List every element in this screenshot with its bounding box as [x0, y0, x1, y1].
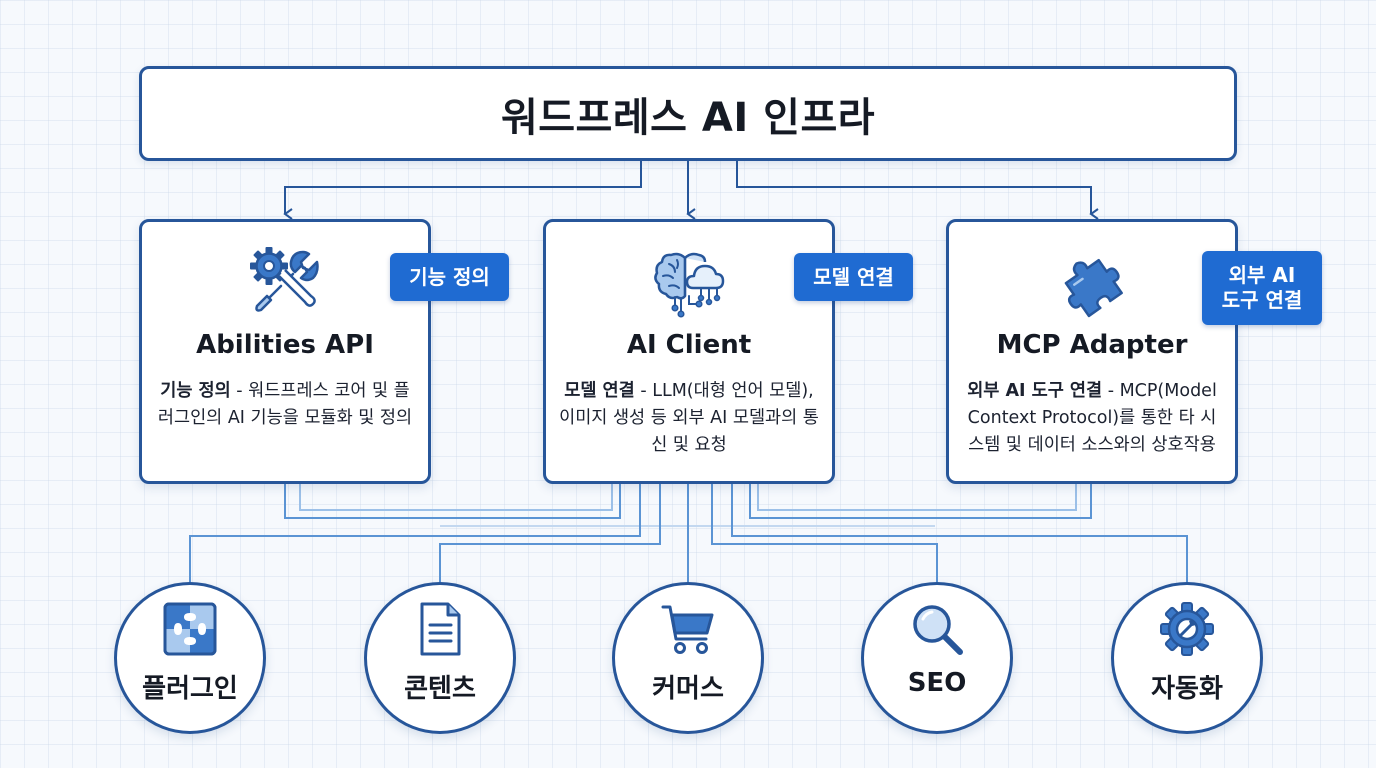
bundle-mcp: [749, 484, 1092, 519]
badge-mcp-adapter: 외부 AI 도구 연결: [1202, 251, 1322, 325]
target-label: 플러그인: [142, 674, 238, 704]
bundle-abilities-inner: [299, 484, 613, 511]
arrow-root-to-mcp: [736, 161, 1099, 220]
target-label: SEO: [907, 668, 967, 698]
target-seo: SEO: [861, 582, 1013, 734]
module-description-lead: 기능 정의: [160, 381, 231, 401]
module-ai-client: AI Client 모델 연결 - LLM(대형 언어 모델), 이미지 생성 …: [543, 219, 835, 484]
puzzle-grid-icon: [162, 601, 218, 657]
module-description: 기능 정의 - 워드프레스 코어 및 플러그인의 AI 기능을 모듈화 및 정의: [154, 378, 416, 432]
badge-ai-client: 모델 연결: [794, 253, 913, 301]
shopping-cart-icon: [660, 601, 716, 657]
line-to-plugin: [189, 484, 641, 582]
puzzle-piece-icon: [1052, 242, 1132, 322]
arrow-root-to-abilities: [283, 161, 642, 220]
line-to-automation: [731, 484, 1188, 582]
root-box: 워드프레스 AI 인프라: [139, 66, 1237, 161]
module-title: Abilities API: [196, 330, 374, 360]
target-commerce: 커머스: [612, 582, 764, 734]
root-title: 워드프레스 AI 인프라: [500, 94, 876, 141]
module-description: 외부 AI 도구 연결 - MCP(Model Context Protocol…: [961, 378, 1223, 459]
badge-label: 기능 정의: [409, 264, 490, 289]
module-description-text: - LLM(대형 언어 모델), 이미지 생성 등 외부 AI 모델과의 통신 …: [559, 381, 819, 455]
module-description-text: - 워드프레스 코어 및 플러그인의 AI 기능을 모듈화 및 정의: [157, 381, 413, 428]
brain-cloud-icon: [649, 242, 729, 322]
module-description-lead: 외부 AI 도구 연결: [967, 381, 1103, 401]
line-to-seo: [711, 484, 938, 582]
target-plugin: 플러그인: [114, 582, 266, 734]
target-label: 자동화: [1151, 674, 1223, 704]
gear-automation-icon: [1159, 601, 1215, 657]
badge-label-line-1: 외부 AI: [1228, 263, 1296, 287]
bundle-abilities: [284, 484, 621, 519]
module-description-lead: 모델 연결: [564, 381, 635, 401]
gear-wrench-icon: [245, 242, 325, 322]
module-description: 모델 연결 - LLM(대형 언어 모델), 이미지 생성 등 외부 AI 모델…: [558, 378, 820, 459]
module-mcp-adapter: MCP Adapter 외부 AI 도구 연결 - MCP(Model Cont…: [946, 219, 1238, 484]
badge-label: 모델 연결: [813, 264, 894, 289]
badge-abilities: 기능 정의: [390, 253, 509, 301]
badge-label-line-2: 도구 연결: [1221, 288, 1303, 312]
module-abilities-api: Abilities API 기능 정의 - 워드프레스 코어 및 플러그인의 A…: [139, 219, 431, 484]
document-icon: [412, 601, 468, 657]
bundle-mcp-inner: [757, 484, 1077, 511]
magnifier-icon: [909, 601, 965, 657]
module-title: AI Client: [626, 330, 752, 360]
target-content: 콘텐츠: [364, 582, 516, 734]
module-title: MCP Adapter: [996, 330, 1188, 360]
module-description-text: - MCP(Model Context Protocol)를 통한 타 시스템 …: [967, 381, 1217, 455]
target-automation: 자동화: [1111, 582, 1263, 734]
target-label: 콘텐츠: [404, 674, 476, 704]
line-to-content: [439, 484, 661, 582]
target-label: 커머스: [652, 674, 724, 704]
